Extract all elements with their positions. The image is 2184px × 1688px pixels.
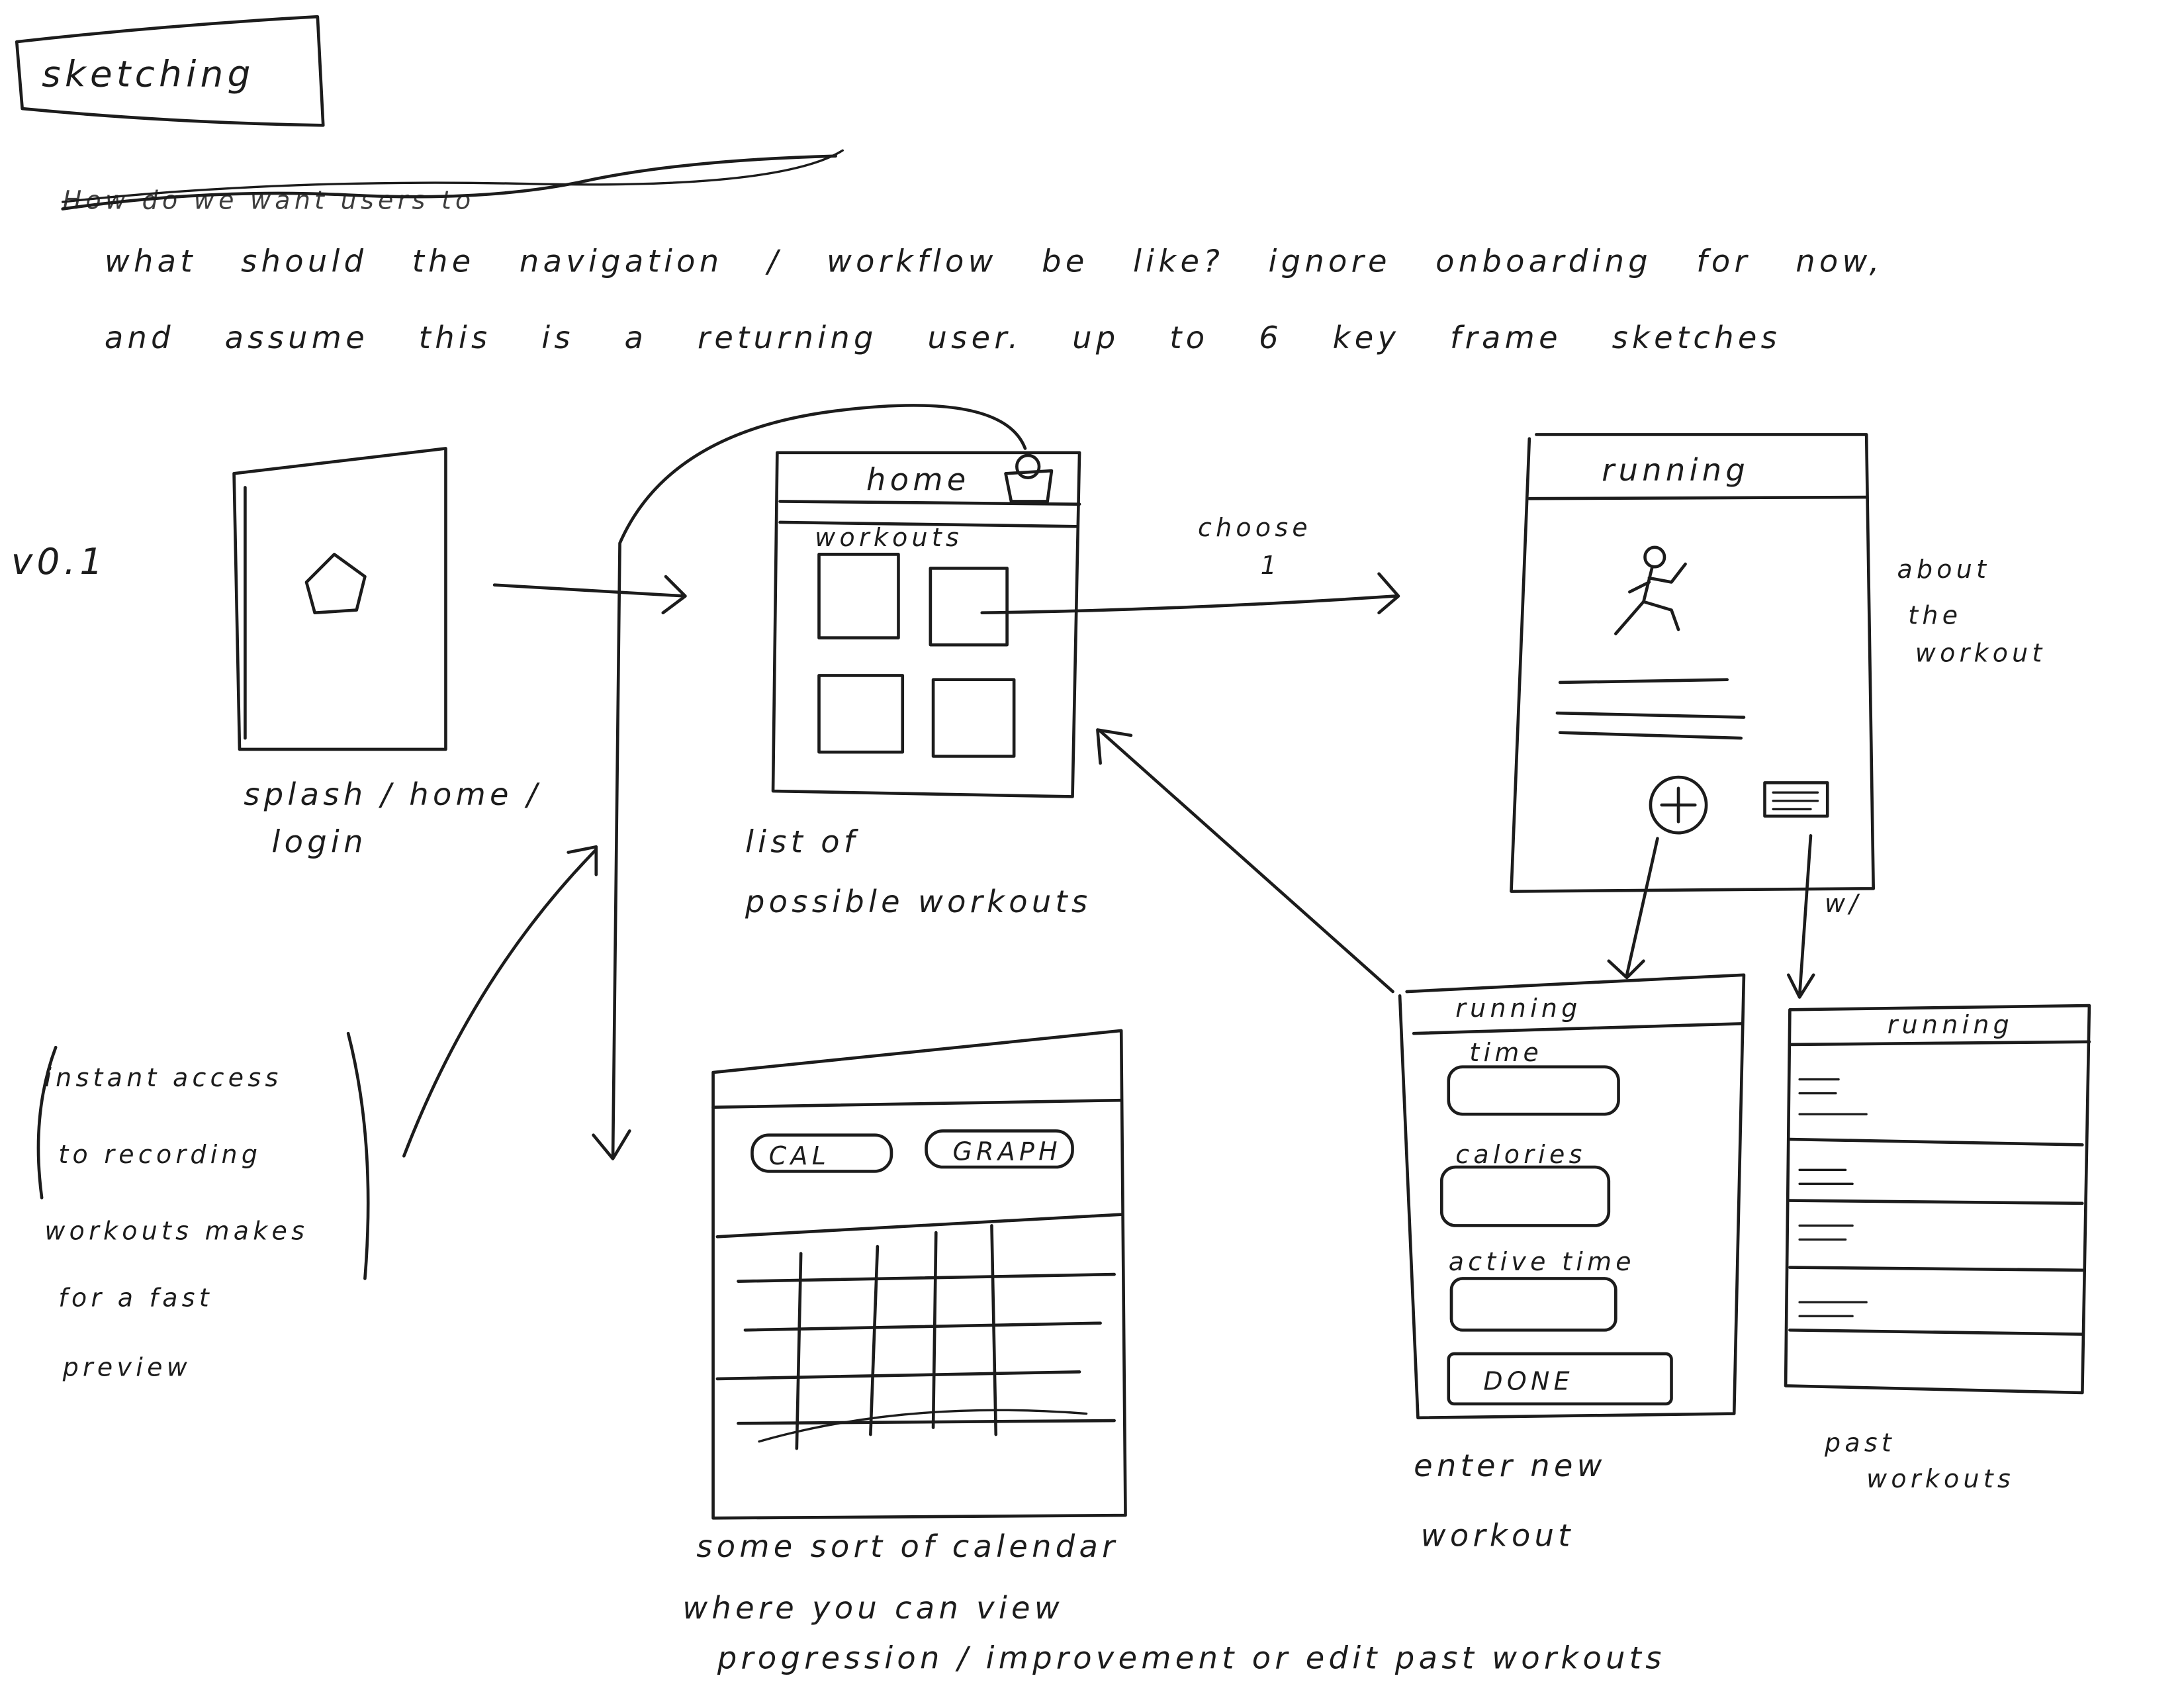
workout-tile[interactable] bbox=[929, 567, 1009, 647]
detail-frame: running about the workout bbox=[1510, 433, 2046, 893]
entry-frame: running time calories active time DONE e… bbox=[1398, 973, 1746, 1553]
version-label: v0.1 bbox=[11, 540, 107, 583]
arrow-home-to-detail bbox=[980, 572, 1400, 615]
arrow-home-to-calendar bbox=[592, 404, 1027, 1160]
side-note-line2: to recording bbox=[58, 1140, 261, 1169]
past-header: running bbox=[1888, 1010, 2013, 1039]
splash-label-line1: splash / home / bbox=[244, 776, 541, 812]
add-workout-icon[interactable] bbox=[1649, 775, 1708, 835]
home-pentagon-icon bbox=[304, 553, 367, 615]
home-label-line1: list of bbox=[745, 824, 859, 860]
profile-icon bbox=[1004, 453, 1054, 503]
splash-label-line2: login bbox=[271, 824, 367, 860]
cal-tab[interactable] bbox=[751, 1133, 893, 1173]
side-note-line4: for a fast bbox=[58, 1284, 213, 1313]
crossed-out-heading: How do we want users to bbox=[61, 149, 844, 215]
active-time-input[interactable] bbox=[1449, 1277, 1617, 1332]
workout-tile[interactable] bbox=[817, 674, 905, 754]
past-frame: running past workouts bbox=[1784, 1004, 2091, 1493]
detail-note-line1: about bbox=[1897, 555, 1990, 584]
side-note: instant access to recording workouts mak… bbox=[36, 1031, 370, 1382]
entry-field1: time bbox=[1469, 1038, 1543, 1067]
arrow-detail-to-past bbox=[1786, 834, 1815, 999]
past-label-line2: workouts bbox=[1866, 1464, 2015, 1493]
calendar-frame: CAL GRAPH some sort of calendar where yo… bbox=[682, 1029, 1666, 1676]
transition-line1: choose bbox=[1198, 513, 1312, 542]
entry-label-line2: workout bbox=[1421, 1517, 1574, 1553]
detail-arrow-note: w/ bbox=[1825, 889, 1862, 918]
home-label-line2: possible workouts bbox=[745, 884, 1092, 919]
title-text: sketching bbox=[42, 52, 254, 95]
graph-tab[interactable] bbox=[925, 1129, 1074, 1169]
home-header: home bbox=[866, 462, 970, 498]
workouts-heading: workouts bbox=[815, 523, 963, 552]
arrow-entry-to-home bbox=[1096, 728, 1394, 994]
calendar-tab2: GRAPH bbox=[953, 1137, 1062, 1166]
prompt-line-2: and assume this is a returning user. up … bbox=[105, 320, 1781, 355]
entry-button: DONE bbox=[1483, 1367, 1573, 1396]
calendar-tab1: CAL bbox=[769, 1141, 830, 1170]
detail-note-line3: workout bbox=[1915, 638, 2046, 667]
side-note-line5: preview bbox=[62, 1353, 191, 1382]
time-input[interactable] bbox=[1447, 1065, 1620, 1116]
arrow-note-to-home bbox=[402, 845, 598, 1158]
transition-line2: 1 bbox=[1261, 551, 1281, 580]
calories-input[interactable] bbox=[1439, 1165, 1611, 1227]
detail-note-line2: the bbox=[1908, 601, 1962, 630]
calendar-grid[interactable] bbox=[715, 1224, 1116, 1450]
calendar-label-line3: progression / improvement or edit past w… bbox=[717, 1640, 1666, 1676]
splash-frame: splash / home / login bbox=[232, 447, 541, 860]
arrow-splash-to-home bbox=[492, 575, 687, 615]
prompt-line-1: what should the navigation / workflow be… bbox=[105, 243, 1884, 279]
entry-header: running bbox=[1455, 994, 1581, 1023]
done-button[interactable] bbox=[1447, 1352, 1673, 1406]
workout-tile[interactable] bbox=[817, 553, 900, 639]
list-icon[interactable] bbox=[1763, 781, 1829, 818]
calendar-label-line1: some sort of calendar bbox=[696, 1528, 1118, 1564]
home-frame: home workouts list of possible workouts bbox=[745, 451, 1092, 919]
side-note-line1: instant access bbox=[44, 1063, 282, 1092]
past-workout-list[interactable] bbox=[1788, 1078, 2084, 1336]
workout-tile[interactable] bbox=[931, 678, 1016, 758]
calendar-label-line2: where you can view bbox=[682, 1590, 1064, 1626]
title-box: sketching bbox=[15, 15, 325, 127]
arrow-detail-to-entry bbox=[1607, 837, 1659, 980]
detail-header: running bbox=[1602, 452, 1749, 488]
side-note-line3: workouts makes bbox=[44, 1217, 308, 1246]
entry-label-line1: enter new bbox=[1414, 1448, 1606, 1483]
entry-field3: active time bbox=[1449, 1247, 1635, 1276]
runner-icon bbox=[1614, 545, 1687, 635]
entry-field2: calories bbox=[1455, 1140, 1586, 1169]
past-label-line1: past bbox=[1824, 1428, 1895, 1457]
